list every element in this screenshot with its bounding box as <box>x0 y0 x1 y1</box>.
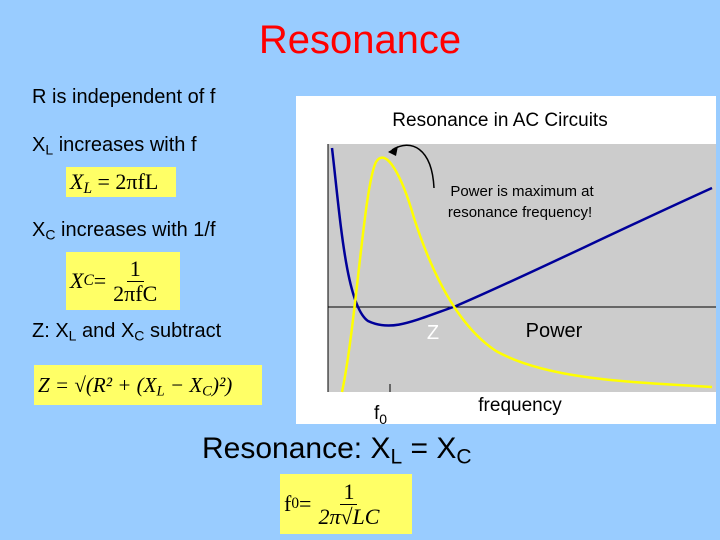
z-formula-end: )²) <box>211 373 233 397</box>
resonance-sub-c: C <box>456 445 472 469</box>
xc-fraction: 1 2πfC <box>110 257 160 304</box>
z-mid: and X <box>76 320 135 342</box>
f0-formula-eq: = <box>299 491 312 516</box>
xc-symbol: X <box>32 219 46 241</box>
xc-formula-lhs: X <box>70 268 84 293</box>
z-formula-sub-l: L <box>156 383 165 400</box>
z-formula-sub-c: C <box>202 383 212 400</box>
slide-title: Resonance <box>258 18 462 62</box>
z-formula-main: Z = √(R² + (X <box>38 373 157 397</box>
f0-formula-sub: 0 <box>291 495 300 512</box>
annotation-line-1: Power is maximum at <box>450 183 594 200</box>
f0-formula-lhs: f <box>284 491 292 516</box>
xl-statement: XL increases with f <box>32 134 197 158</box>
xc-statement: XC increases with 1/f <box>32 219 216 243</box>
f0-denominator: 2π√LC <box>318 503 380 529</box>
f0-subscript: 0 <box>379 411 387 424</box>
resonance-sub-l: L <box>390 445 403 469</box>
z-sub-l: L <box>68 327 77 344</box>
resonance-condition: Resonance: XL = XC <box>202 432 472 469</box>
resonance-chart: Resonance in AC Circuits Power is maximu… <box>296 96 716 427</box>
xc-formula-eq: = <box>93 268 107 293</box>
z-formula-mid: − X <box>164 373 203 397</box>
z-statement: Z: XL and XC subtract <box>32 320 221 344</box>
xc-subscript: C <box>45 226 56 243</box>
xl-symbol: X <box>32 134 46 156</box>
xc-formula-sub: C <box>83 272 94 289</box>
z-pre: Z: X <box>32 320 69 342</box>
xl-formula: XL = 2πfL <box>66 167 176 197</box>
x-axis-label: frequency <box>478 395 562 416</box>
xl-formula-rhs: = 2πfL <box>92 169 159 194</box>
resonance-chart-svg: Resonance in AC Circuits Power is maximu… <box>327 110 716 427</box>
power-curve-label: Power <box>526 320 583 342</box>
z-curve-label: Z <box>427 322 439 344</box>
z-post: subtract <box>144 320 222 342</box>
xl-formula-sub: L <box>83 179 93 197</box>
impedance-curve <box>330 147 713 327</box>
r-statement: R is independent of f <box>32 86 216 108</box>
power-curve <box>340 156 713 393</box>
xl-statement-text: increases with f <box>53 134 197 156</box>
xc-denominator: 2πfC <box>113 280 158 306</box>
z-sub-c: C <box>134 327 145 344</box>
xc-statement-text: increases with 1/f <box>55 219 216 241</box>
plot-area <box>328 144 716 392</box>
z-formula: Z = √(R² + (XL − XC)²) <box>34 365 262 405</box>
xc-numerator: 1 <box>126 257 144 282</box>
f0-fraction: 1 2π√LC <box>315 480 382 527</box>
f0-label: f0 <box>374 403 387 424</box>
chart-title: Resonance in AC Circuits <box>392 110 607 131</box>
f0-numerator: 1 <box>340 480 358 505</box>
resonance-mid: = X <box>402 432 457 465</box>
f0-symbol: f <box>374 403 380 424</box>
annotation-line-2: resonance frequency! <box>448 204 592 221</box>
xl-subscript: L <box>45 141 54 158</box>
resonance-pre: Resonance: X <box>202 432 391 465</box>
xl-formula-lhs: X <box>70 169 84 194</box>
arrowhead-icon <box>388 146 398 156</box>
